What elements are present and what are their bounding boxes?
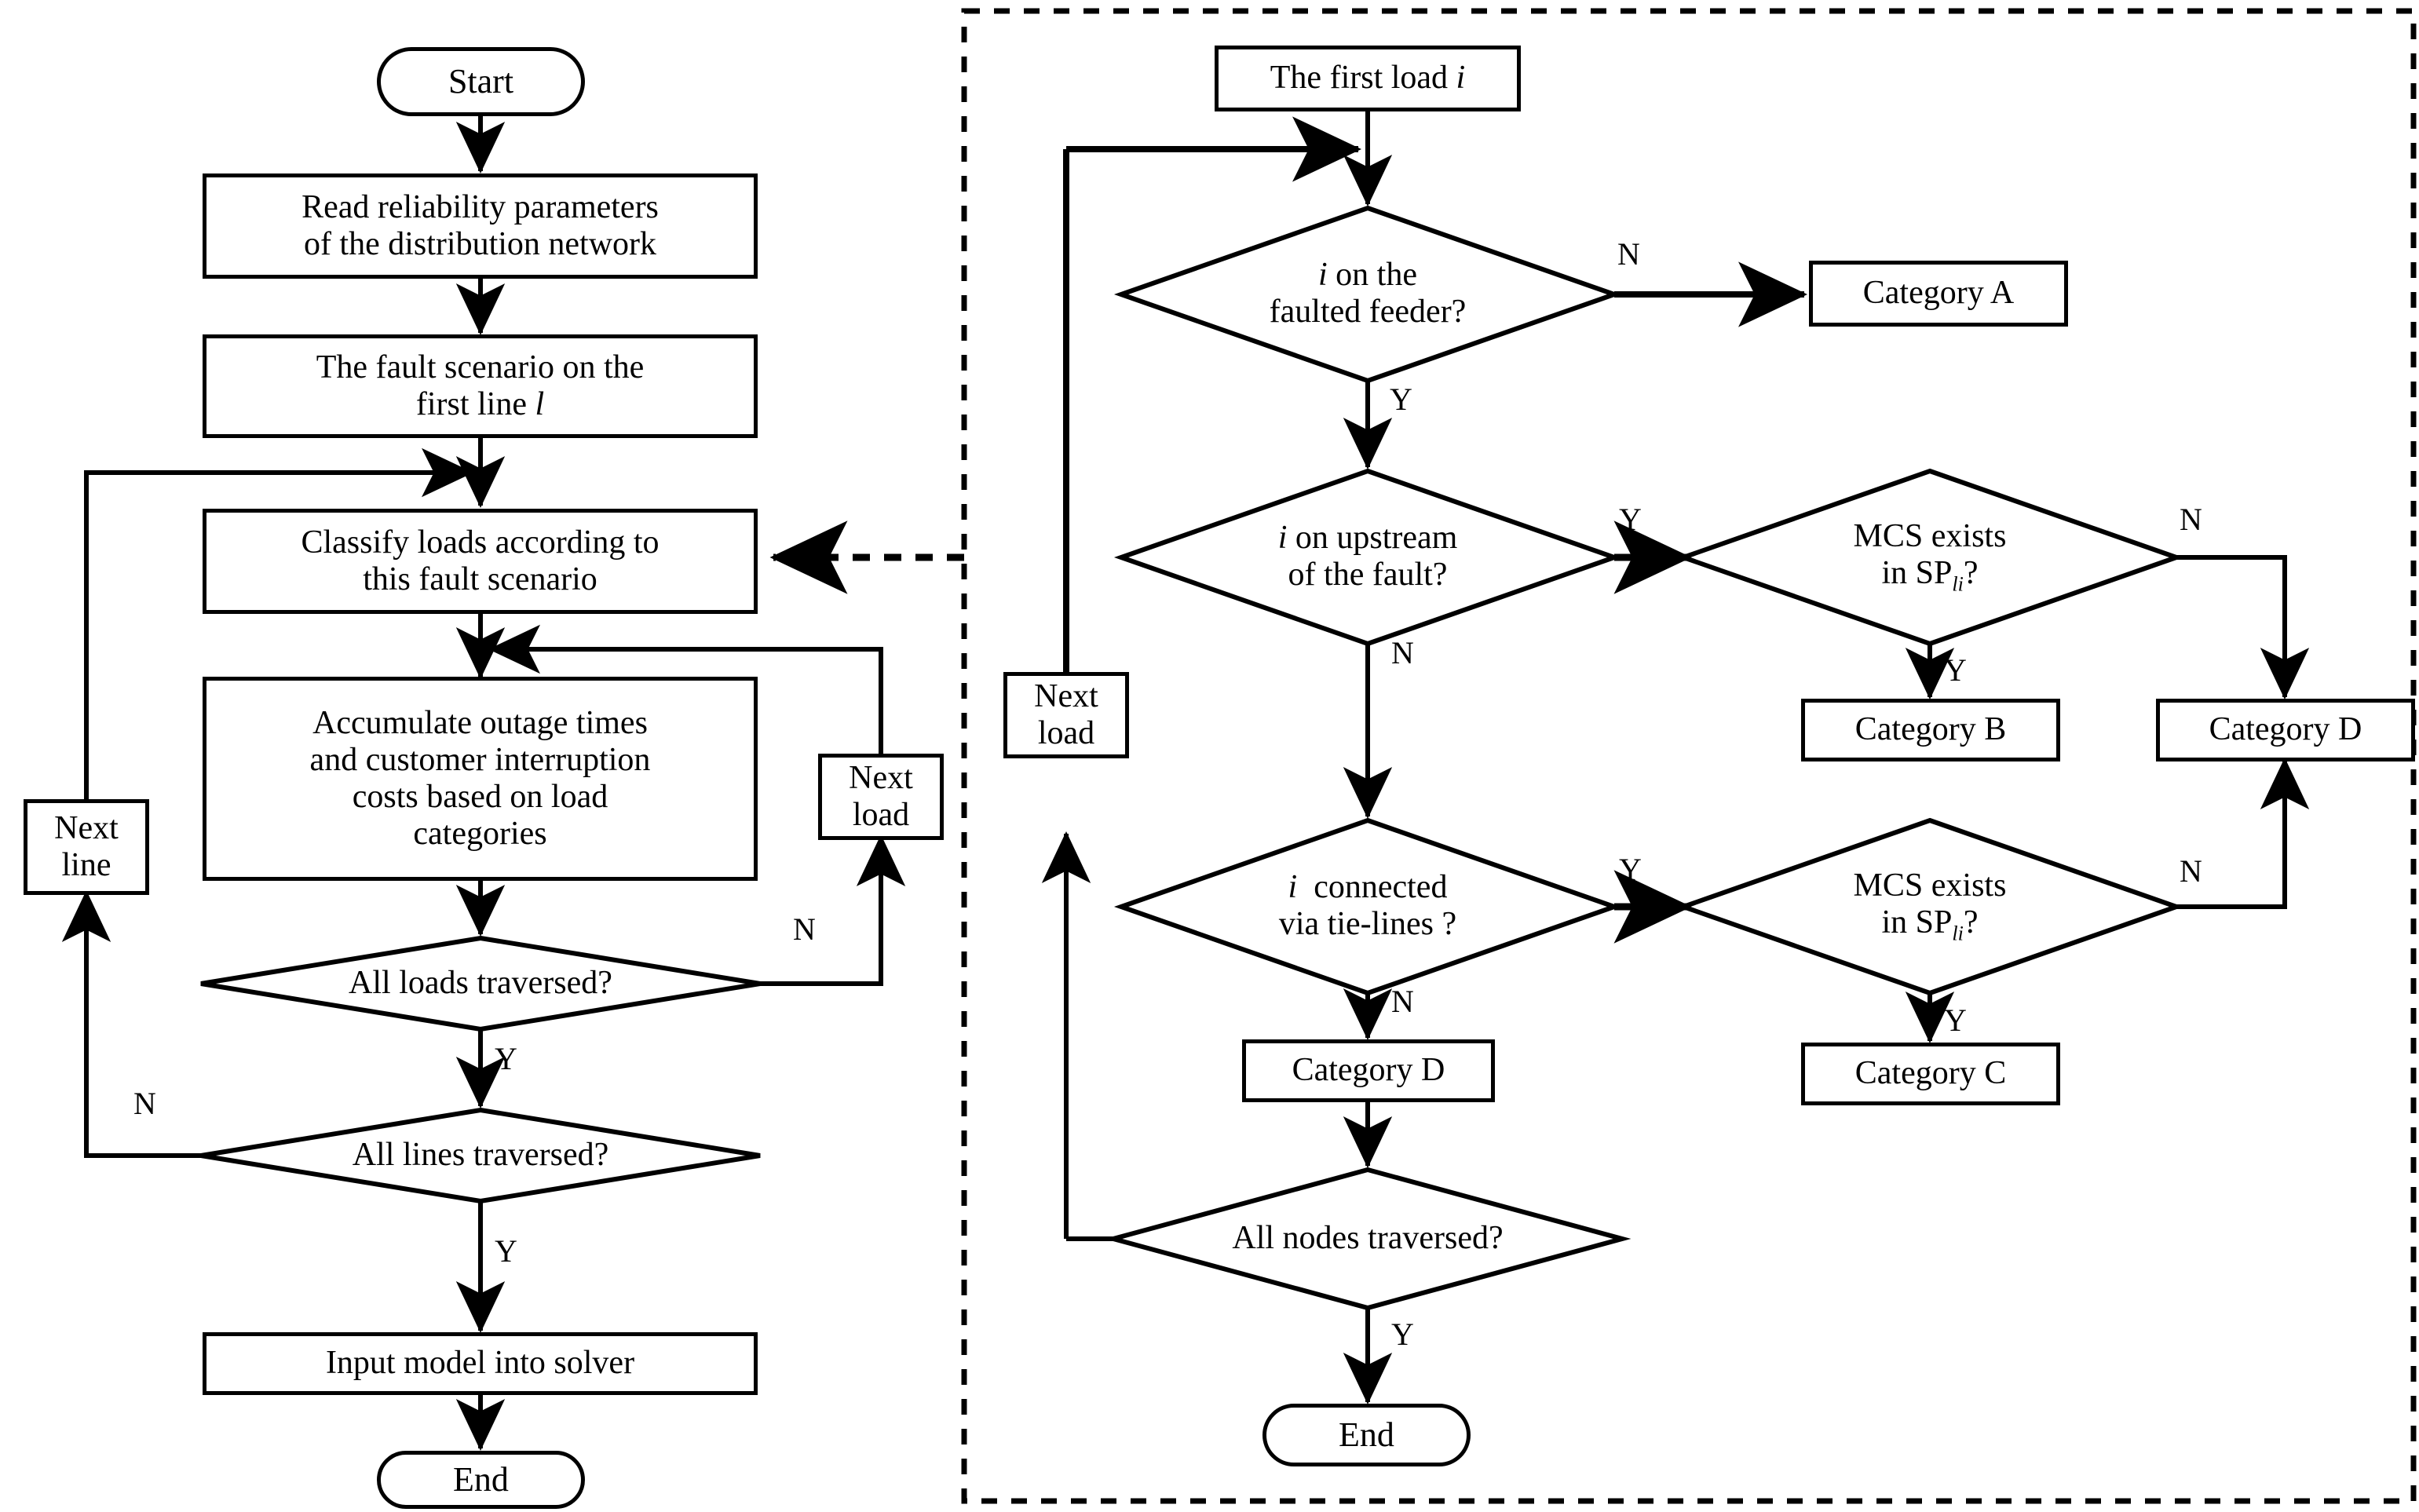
category-a-label: Category A	[1862, 275, 2015, 312]
connected-via-tie-lines-text-wrap: i connected via tie-lines ?	[1178, 860, 1558, 952]
mcs-bottom-no-label: N	[2180, 853, 2202, 889]
first-load-label: The first load i	[1270, 60, 1466, 97]
start-terminator: Start	[377, 47, 585, 116]
read-params-line1: Read reliability parameters	[301, 188, 659, 225]
category-c-label: Category C	[1854, 1055, 2007, 1092]
accumulate-line4: categories	[413, 816, 547, 853]
d1-no-label: N	[1617, 236, 1640, 272]
fault-line-variable: l	[535, 386, 545, 422]
next-load-right-box: Next load	[1003, 672, 1129, 758]
category-b-label: Category B	[1854, 711, 2007, 748]
input-model-label: Input model into solver	[325, 1345, 635, 1382]
mcs-top-no-label: N	[2180, 502, 2202, 537]
classify-line1: Classify loads according to	[301, 524, 660, 561]
category-d-middle-box: Category D	[1242, 1039, 1495, 1102]
all-nodes-traversed-label: All nodes traversed?	[1232, 1220, 1504, 1257]
all-loads-no-label: N	[793, 911, 816, 947]
read-reliability-parameters-box: Read reliability parameters of the distr…	[203, 173, 758, 279]
load-classification-panel-border	[961, 8, 2417, 1504]
d3-variable: i	[1288, 868, 1298, 905]
classify-line2: this fault scenario	[363, 561, 597, 597]
fault-scenario-line1: The fault scenario on the	[316, 349, 645, 385]
next-load-left-line1: Next	[849, 759, 913, 796]
classify-loads-box: Classify loads according to this fault s…	[203, 509, 758, 614]
accumulate-line3: costs based on load	[352, 779, 608, 815]
mcs-exists-bottom-text-wrap: MCS exists in SPli?	[1740, 860, 2120, 952]
all-lines-traversed-label: All lines traversed?	[352, 1137, 609, 1174]
first-load-variable: i	[1456, 60, 1466, 97]
mcs-top-yes-label: Y	[1944, 652, 1967, 688]
fault-scenario-box: The fault scenario on the first line l	[203, 334, 758, 438]
all-lines-yes-label: Y	[495, 1233, 517, 1269]
category-c-box: Category C	[1801, 1043, 2060, 1105]
mcs-exists-bottom-label: MCS exists in SPli?	[1853, 867, 2007, 945]
read-params-line2: of the distribution network	[303, 226, 657, 262]
input-model-box: Input model into solver	[203, 1332, 758, 1395]
next-load-left-line2: load	[852, 797, 910, 833]
next-load-right-line1: Next	[1034, 677, 1098, 714]
right-end-label: End	[1339, 1415, 1394, 1455]
all-nodes-yes-label: Y	[1391, 1317, 1414, 1352]
d1-variable: i	[1318, 256, 1328, 293]
connected-via-tie-lines-label: i connected via tie-lines ?	[1278, 868, 1457, 942]
all-lines-no-label: N	[133, 1086, 156, 1121]
next-load-left-box: Next load	[818, 754, 944, 840]
mcs-exists-top-text-wrap: MCS exists in SPli?	[1740, 510, 2120, 603]
on-faulted-feeder-label: i on the faulted feeder?	[1269, 256, 1467, 330]
mcs-top-subscript: li	[1952, 572, 1964, 596]
upstream-of-fault-text-wrap: i on upstream of the fault?	[1178, 510, 1558, 603]
d3-yes-label: Y	[1619, 852, 1642, 887]
category-d-middle-label: Category D	[1292, 1052, 1445, 1089]
all-loads-traversed-label: All loads traversed?	[349, 965, 612, 1002]
left-end-label: End	[453, 1460, 509, 1499]
next-line-box: Next line	[24, 799, 149, 895]
category-a-box: Category A	[1809, 261, 2068, 327]
all-loads-yes-label: Y	[495, 1041, 517, 1076]
accumulate-line1: Accumulate outage times	[312, 704, 648, 741]
d2-no-label: N	[1391, 635, 1414, 670]
category-d-right-box: Category D	[2156, 699, 2415, 761]
all-loads-traversed-text-wrap: All loads traversed?	[251, 962, 710, 1006]
mcs-bottom-subscript: li	[1952, 922, 1964, 945]
next-load-right-line2: load	[1037, 715, 1095, 751]
d3-no-label: N	[1391, 984, 1414, 1019]
next-line-line1: Next	[54, 809, 119, 846]
accumulate-outage-box: Accumulate outage times and customer int…	[203, 677, 758, 881]
accumulate-line2: and customer interruption	[309, 741, 651, 778]
upstream-of-fault-label: i on upstream of the fault?	[1277, 519, 1458, 593]
start-label: Start	[448, 62, 514, 101]
d1-yes-label: Y	[1390, 382, 1412, 417]
mcs-exists-top-label: MCS exists in SPli?	[1853, 517, 2007, 596]
all-nodes-traversed-text-wrap: All nodes traversed?	[1154, 1217, 1581, 1261]
category-b-box: Category B	[1801, 699, 2060, 761]
fault-scenario-line2: first line l	[415, 386, 545, 422]
on-faulted-feeder-text-wrap: i on the faulted feeder?	[1178, 247, 1558, 340]
d2-variable: i	[1277, 519, 1288, 556]
all-lines-traversed-text-wrap: All lines traversed?	[251, 1134, 710, 1178]
d2-yes-label: Y	[1619, 502, 1642, 537]
left-end-terminator: End	[377, 1451, 585, 1509]
first-load-box: The first load i	[1215, 46, 1521, 111]
right-end-terminator: End	[1262, 1404, 1471, 1466]
next-line-line2: line	[61, 847, 111, 883]
mcs-bottom-yes-label: Y	[1944, 1003, 1967, 1038]
category-d-right-label: Category D	[2209, 711, 2362, 748]
